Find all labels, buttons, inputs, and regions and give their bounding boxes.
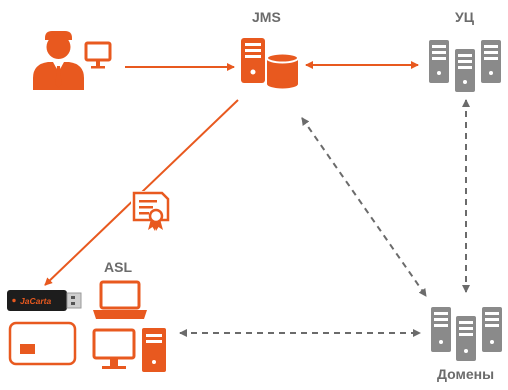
edge-jms-domains	[301, 117, 427, 297]
asl-label: ASL	[104, 259, 132, 275]
domains-server-rack-icon	[431, 307, 502, 361]
domains-label: Домены	[437, 366, 495, 382]
token-brand-text: JaCarta	[20, 296, 51, 306]
server-with-database-icon	[241, 38, 299, 89]
smart-card-icon	[8, 321, 77, 366]
certificate-icon	[131, 191, 171, 231]
user-with-monitor-icon	[33, 31, 112, 90]
usb-token-icon: JaCarta	[7, 290, 82, 311]
laptop-icon	[93, 280, 147, 319]
jms-label: JMS	[252, 9, 281, 25]
desktop-computer-icon	[92, 328, 166, 372]
ca-server-rack-icon	[429, 40, 501, 92]
ca-label: УЦ	[455, 9, 474, 25]
